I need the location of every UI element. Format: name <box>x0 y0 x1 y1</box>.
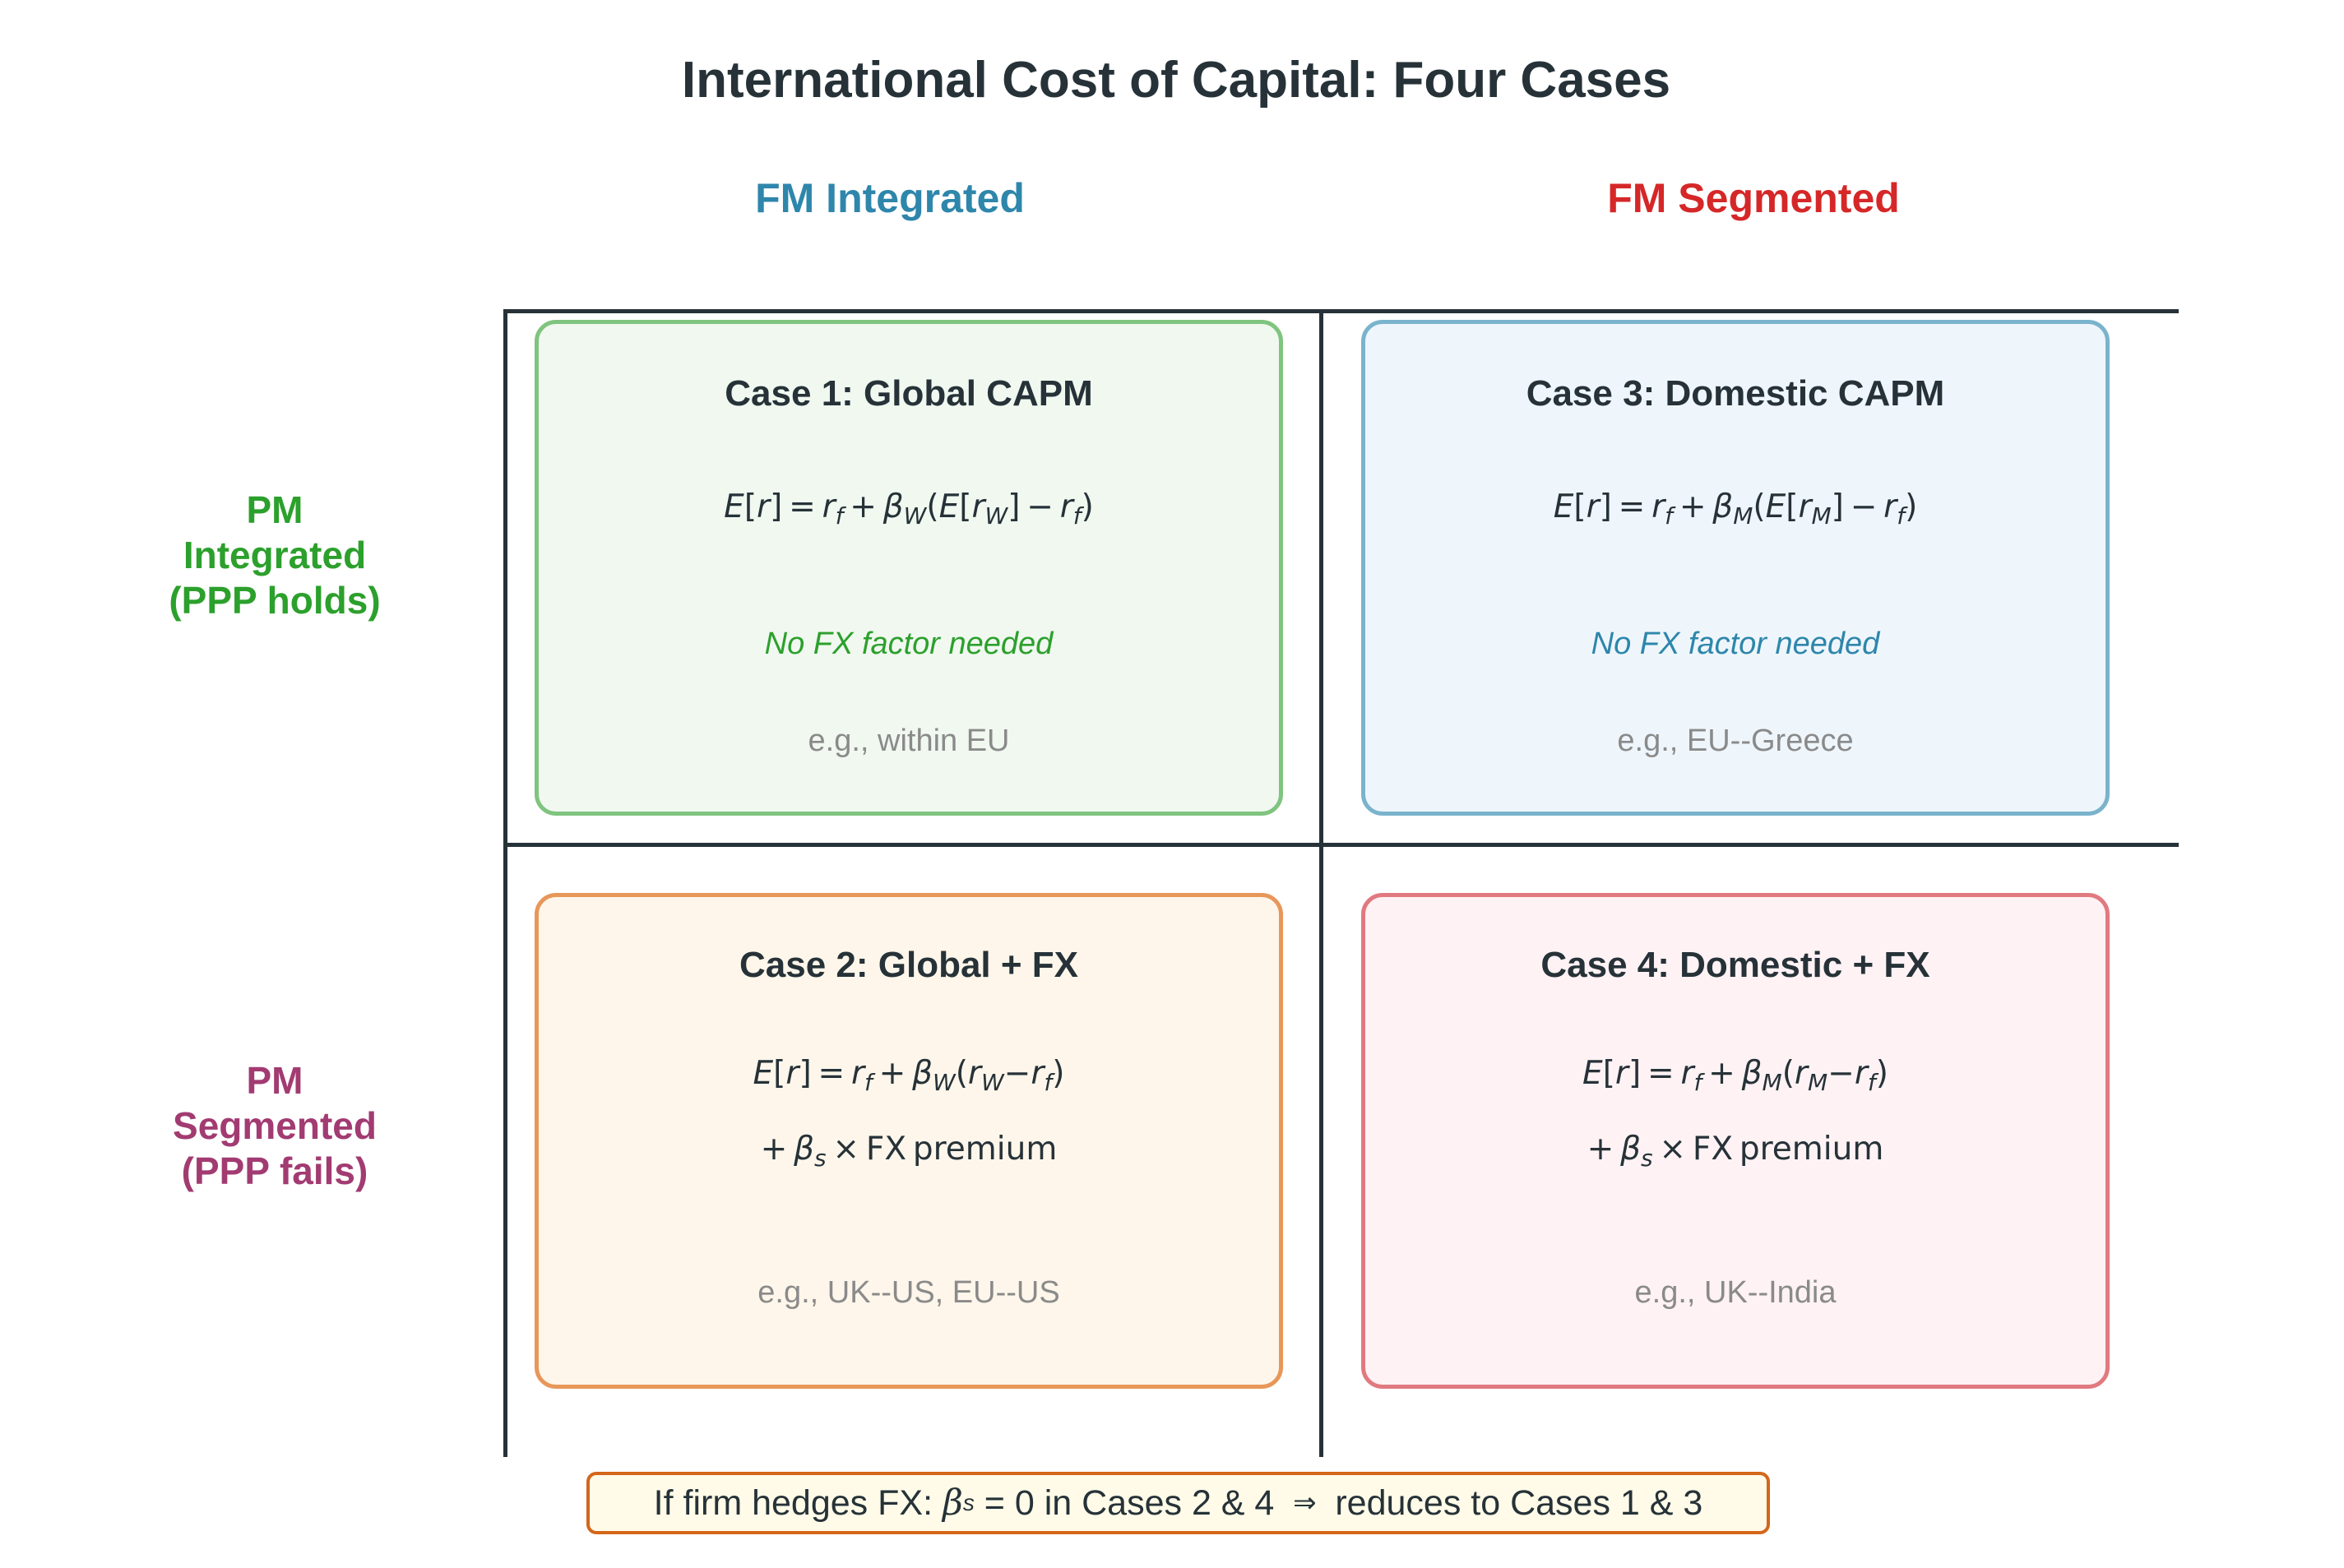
case-formula-fx-term: + βs × FX premium <box>760 1131 1058 1172</box>
footer-prefix: If firm hedges FX: <box>653 1482 943 1523</box>
case-example: e.g., EU--Greece <box>1617 724 1854 758</box>
case-formula: E[r] = rf + βW(E[rW] − rf) <box>724 488 1094 530</box>
case-3-box: Case 3: Domestic CAPM E[r] = rf + βM(E[r… <box>1361 320 2110 816</box>
case-example: e.g., UK--US, EU--US <box>757 1275 1060 1310</box>
row-label-line: (PPP holds) <box>169 579 381 622</box>
grid-line-horizontal-middle <box>503 843 2179 847</box>
column-header-fm-integrated: FM Integrated <box>755 175 1025 221</box>
row-label-pm-integrated: PM Integrated (PPP holds) <box>110 488 439 623</box>
case-formula: E[r] = rf + βW(rW−rf) <box>753 1055 1065 1096</box>
case-example: e.g., UK--India <box>1634 1275 1837 1310</box>
footer-suffix: reduces to Cases 1 & 3 <box>1325 1482 1703 1523</box>
case-title: Case 4: Domestic + FX <box>1540 945 1930 985</box>
case-1-box: Case 1: Global CAPM E[r] = rf + βW(E[rW]… <box>535 320 1283 816</box>
footer-beta: β <box>942 1482 963 1524</box>
case-2-box: Case 2: Global + FX E[r] = rf + βW(rW−rf… <box>535 893 1283 1389</box>
row-label-line: PM <box>246 1059 303 1102</box>
row-label-line: PM <box>246 488 303 531</box>
case-formula-fx-term: + βs × FX premium <box>1587 1131 1884 1172</box>
grid-line-vertical-middle <box>1319 309 1323 1457</box>
case-formula: E[r] = rf + βM(rM−rf) <box>1582 1055 1888 1096</box>
implies-arrow-icon: ⇒ <box>1284 1487 1326 1519</box>
case-note: No FX factor needed <box>1591 627 1880 661</box>
grid-line-horizontal-top <box>503 309 2179 313</box>
footer-middle: = 0 in Cases 2 & 4 <box>974 1482 1285 1523</box>
column-header-fm-segmented: FM Segmented <box>1607 175 1900 221</box>
case-note: No FX factor needed <box>764 627 1054 661</box>
footer-beta-sub: s <box>962 1490 975 1515</box>
case-4-box: Case 4: Domestic + FX E[r] = rf + βM(rM−… <box>1361 893 2110 1389</box>
case-title: Case 1: Global CAPM <box>725 373 1093 414</box>
case-example: e.g., within EU <box>808 724 1010 758</box>
row-label-line: Segmented <box>173 1104 377 1147</box>
row-label-line: Integrated <box>183 534 367 576</box>
case-formula: E[r] = rf + βM(E[rM] − rf) <box>1553 488 1918 530</box>
case-title: Case 3: Domestic CAPM <box>1526 373 1945 414</box>
grid-line-vertical-left <box>503 309 507 1457</box>
row-label-line: (PPP fails) <box>181 1149 368 1192</box>
case-title: Case 2: Global + FX <box>739 945 1079 985</box>
row-label-pm-segmented: PM Segmented (PPP fails) <box>110 1058 439 1194</box>
diagram-title: International Cost of Capital: Four Case… <box>681 52 1671 109</box>
